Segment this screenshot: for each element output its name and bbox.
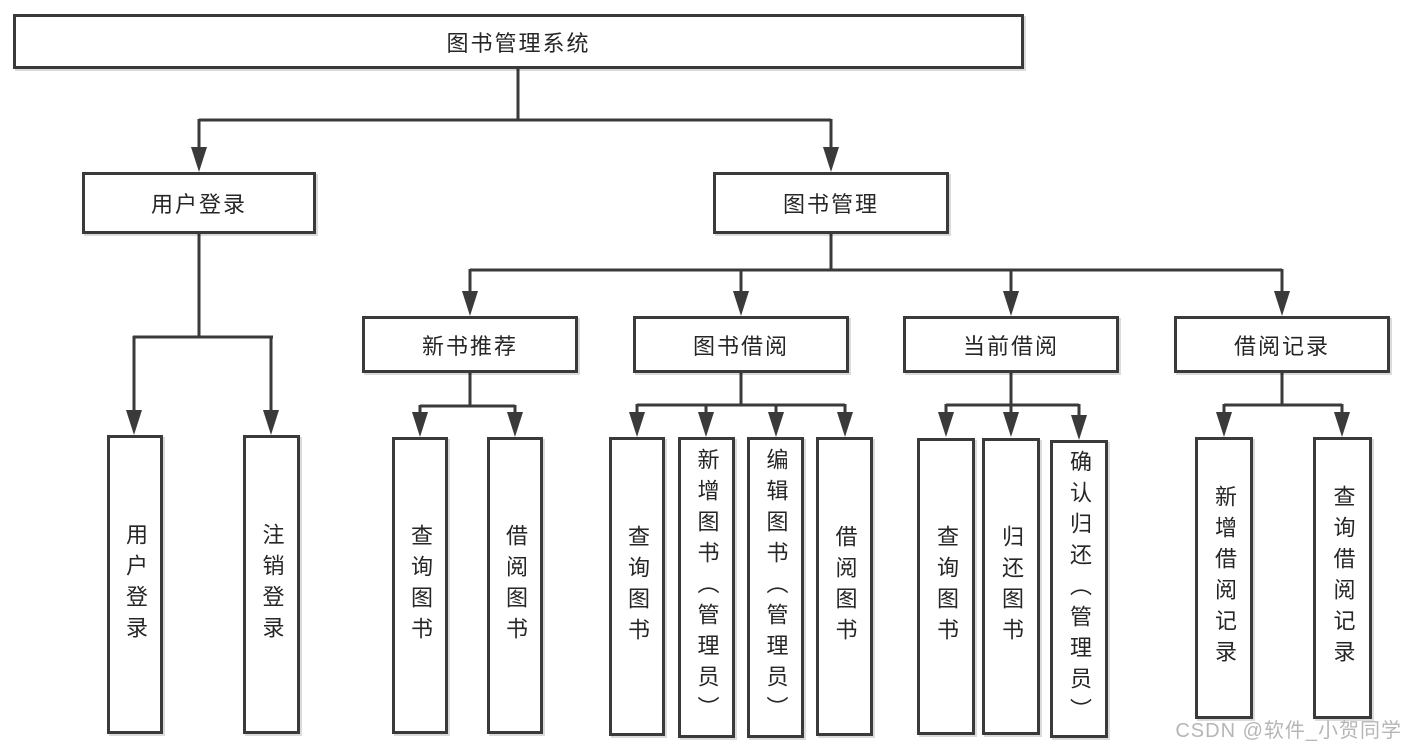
edges-book-management-children xyxy=(462,234,1290,316)
leaf-current-return-books: 归还图书 xyxy=(982,438,1040,735)
leaf-recommend-query-books: 查询图书 xyxy=(392,437,448,734)
node-book-borrowing: 图书借阅 xyxy=(633,316,849,373)
leaf-borrowing-borrow-books: 借阅图书 xyxy=(816,437,873,736)
leaf-recommend-borrow-books: 借阅图书 xyxy=(487,437,543,734)
leaf-borrowing-query-books: 查询图书 xyxy=(609,437,665,736)
leaf-records-query-record: 查询借阅记录 xyxy=(1313,437,1372,719)
leaf-user-login: 用户登录 xyxy=(107,435,163,734)
leaf-logout-login: 注销登录 xyxy=(243,435,300,734)
edges-user-login-children xyxy=(126,234,279,435)
leaf-borrowing-edit-books-admin: 编辑图书（管理员） xyxy=(747,437,804,738)
edges-root-to-level2 xyxy=(191,69,839,172)
node-borrowing-records: 借阅记录 xyxy=(1174,316,1390,373)
csdn-watermark: CSDN @软件_小贺同学 xyxy=(1175,720,1402,742)
leaf-records-add-record: 新增借阅记录 xyxy=(1195,437,1253,719)
edges-current-borrowing-children xyxy=(938,373,1087,440)
node-new-book-recommend: 新书推荐 xyxy=(362,316,578,373)
edges-book-borrowing-children xyxy=(629,373,853,437)
leaf-borrowing-add-books-admin: 新增图书（管理员） xyxy=(678,437,735,738)
node-user-login: 用户登录 xyxy=(82,172,316,234)
leaf-current-query-books: 查询图书 xyxy=(917,438,975,735)
edges-borrowing-records-children xyxy=(1216,373,1350,437)
node-current-borrowing: 当前借阅 xyxy=(903,316,1119,373)
leaf-current-confirm-return-admin: 确认归还（管理员） xyxy=(1050,440,1108,738)
edges-new-book-recommend-children xyxy=(412,373,523,437)
node-book-management: 图书管理 xyxy=(713,172,949,234)
node-root: 图书管理系统 xyxy=(13,14,1024,69)
